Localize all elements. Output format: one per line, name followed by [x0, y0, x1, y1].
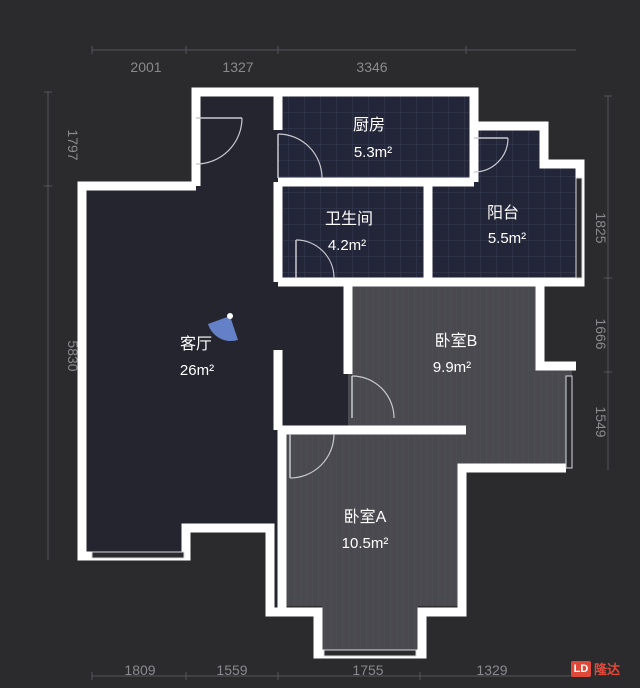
dim-top-3: 3346 [356, 59, 387, 75]
balcony-floor-upper [428, 130, 580, 278]
bedroom-b-door-arc [351, 375, 395, 419]
room-labels: 厨房 5.3m² 卫生间 4.2m² 阳台 5.5m² 客厅 26m² 卧室B … [180, 116, 526, 552]
bathroom-name: 卫生间 [325, 210, 373, 228]
window-bedroom-b [565, 375, 573, 469]
entry-door-arc [195, 117, 243, 165]
bedroom-b-floor [348, 286, 572, 468]
dim-left-1: 1797 [65, 129, 81, 160]
bath-door-arc [295, 239, 335, 279]
dim-bottom-1: 1809 [124, 662, 155, 678]
bedroom-a-door-arc [289, 433, 335, 479]
living-room-area: 26m² [180, 362, 214, 379]
camera-view-icon[interactable] [208, 313, 238, 342]
kitchen-area: 5.3m² [354, 144, 392, 161]
kitchen-door-arc [277, 133, 323, 179]
windows [91, 177, 583, 657]
brand-logo-mark: LD [570, 660, 591, 677]
walls [77, 87, 585, 659]
balcony-door-arc [473, 137, 509, 173]
dim-bottom-2: 1559 [216, 662, 247, 678]
bedroom-a-area: 10.5m² [342, 535, 389, 552]
dim-bottom-3: 1755 [352, 662, 383, 678]
bedroom-a-name: 卧室A [344, 508, 387, 526]
bedroom-a-floor [286, 430, 462, 650]
doors [195, 117, 509, 479]
dim-bottom-4: 1329 [476, 662, 507, 678]
kitchen-name: 厨房 [353, 116, 385, 134]
window-living [91, 551, 185, 559]
brand-logo: LD 隆达 [570, 659, 620, 678]
outer-wall-right [277, 430, 566, 659]
bedroom-b-area: 9.9m² [433, 359, 471, 376]
balcony-name: 阳台 [487, 204, 519, 222]
brand-logo-text: 隆达 [593, 663, 620, 678]
outer-wall [191, 87, 585, 371]
outer-wall-left [77, 181, 282, 617]
dimension-labels: 2001 1327 3346 1809 1559 1755 1329 1797 … [65, 59, 609, 678]
dim-right-2: 1666 [593, 318, 609, 349]
dim-right-3: 1549 [593, 406, 609, 437]
bathroom-area: 4.2m² [328, 237, 366, 254]
balcony-area: 5.5m² [488, 230, 526, 247]
bedroom-b-name: 卧室B [435, 332, 478, 350]
bathroom-floor [278, 186, 428, 278]
dim-top-2: 1327 [222, 59, 253, 75]
window-bedroom-a [323, 649, 417, 657]
living-room-name: 客厅 [180, 335, 212, 353]
dim-top-1: 2001 [130, 59, 161, 75]
kitchen-floor [278, 96, 470, 182]
dimension-lines [44, 46, 612, 680]
dim-left-2: 5830 [65, 340, 81, 371]
window-balcony [575, 177, 583, 279]
dim-right-1: 1825 [593, 212, 609, 243]
